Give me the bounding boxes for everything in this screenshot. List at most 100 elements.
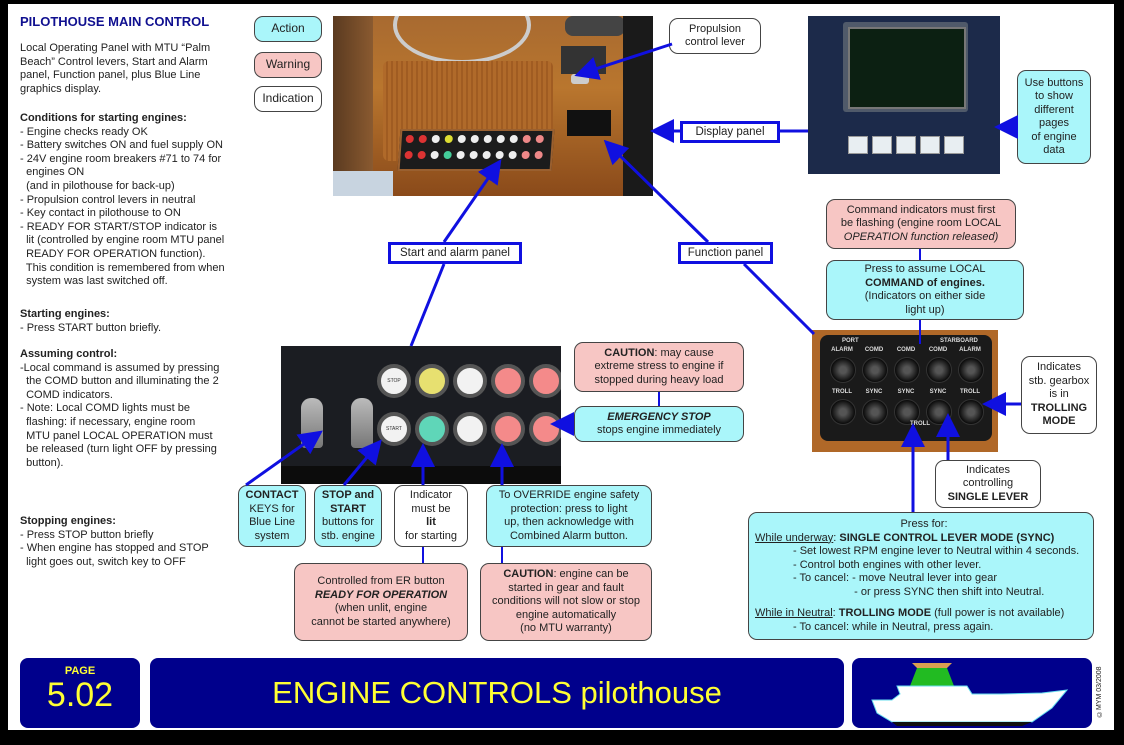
underway-line: While underway: SINGLE CONTROL LEVER MOD… bbox=[755, 531, 1055, 544]
function-switch-label: ALARM bbox=[959, 347, 981, 353]
page-number: 5.02 bbox=[46, 676, 114, 714]
neutral-label: While in Neutral bbox=[755, 607, 833, 619]
function-switch-comd bbox=[862, 357, 888, 383]
page-label: PAGE bbox=[64, 665, 96, 677]
propulsion-lever-label: Propulsion control lever bbox=[669, 18, 761, 54]
callout-line: cannot be started anywhere) bbox=[311, 615, 451, 628]
caution-stress-callout: CAUTION: may cause extreme stress to eng… bbox=[574, 342, 744, 392]
conditions-line: system was last switched off. bbox=[20, 275, 168, 288]
assuming-heading: Assuming control: bbox=[20, 348, 118, 360]
callout-line: COMMAND of engines. bbox=[865, 276, 985, 289]
callout-line: (Indicators on either side bbox=[864, 290, 986, 302]
arrow-start-alarm-up bbox=[442, 159, 502, 243]
callout-line: started in gear and fault bbox=[508, 581, 624, 594]
function-switch-label: SYNC bbox=[865, 389, 883, 395]
page-title: PILOTHOUSE MAIN CONTROL bbox=[20, 14, 210, 29]
callout-line: Use buttons bbox=[1024, 76, 1084, 89]
stopping-line: - When engine has stopped and STOP bbox=[20, 542, 209, 555]
display-page-button bbox=[872, 136, 892, 154]
stop-start-callout: STOP and START buttons for stb. engine bbox=[314, 485, 382, 547]
callout-line: Blue Line bbox=[249, 516, 295, 528]
assuming-line: button). bbox=[20, 456, 64, 469]
panel-button bbox=[415, 412, 449, 446]
assuming-line: the COMD button and illuminating the 2 bbox=[20, 375, 219, 388]
panel-button bbox=[453, 364, 487, 398]
press-local-command-callout: Press to assume LOCAL COMMAND of engines… bbox=[826, 260, 1024, 320]
legend-warning: Warning bbox=[254, 52, 322, 78]
callout-line: system bbox=[254, 529, 290, 542]
assuming-line: MTU panel LOCAL OPERATION must bbox=[20, 429, 213, 442]
function-switch-label: ALARM bbox=[831, 347, 853, 353]
callout-line: different bbox=[1034, 103, 1074, 116]
function-switch-troll bbox=[830, 399, 856, 425]
intro-line: panel, Function panel, plus Blue Line bbox=[20, 69, 201, 82]
panel-button: START bbox=[377, 412, 411, 446]
function-switch-troll bbox=[958, 399, 984, 425]
conditions-line: READY FOR OPERATION function). bbox=[20, 247, 206, 260]
display-page-button bbox=[920, 136, 940, 154]
assuming-line: - Note: Local COMD lights must be bbox=[20, 402, 190, 415]
callout-line: be flashing (engine room LOCAL bbox=[840, 217, 1002, 230]
function-panel-small bbox=[567, 110, 611, 136]
callout-line: engine automatically bbox=[515, 608, 617, 621]
contact-keys-callout: CONTACT KEYS for Blue Line system bbox=[238, 485, 306, 547]
callout-line: Combined Alarm button. bbox=[509, 529, 628, 542]
indicator-lit-callout: Indicator must be lit for starting bbox=[394, 485, 468, 547]
callout-line: lit bbox=[426, 516, 436, 528]
callout-line: extreme stress to engine if bbox=[594, 360, 724, 373]
callout-line: READY FOR OPERATION bbox=[314, 588, 448, 601]
panel-button bbox=[415, 364, 449, 398]
callout-line: of engine bbox=[1031, 130, 1077, 143]
sync-info-callout: Press for: While underway: SINGLE CONTRO… bbox=[748, 512, 1094, 640]
panel-button: STOP bbox=[377, 364, 411, 398]
function-switch-label: SYNC bbox=[929, 389, 947, 395]
callout-line: light up) bbox=[905, 303, 945, 316]
starting-line: - Press START button briefly. bbox=[20, 321, 162, 334]
starboard-label: STARBOARD bbox=[940, 338, 978, 344]
stopping-heading: Stopping engines: bbox=[20, 515, 116, 527]
boat-logo bbox=[852, 658, 1092, 728]
function-switch-label: TROLL bbox=[960, 389, 980, 395]
callout-line: Indicates bbox=[1036, 361, 1082, 374]
stopping-section: Stopping engines: - Press STOP button br… bbox=[20, 515, 209, 569]
starting-section: Starting engines: - Press START button b… bbox=[20, 308, 161, 335]
arrow-stop-start bbox=[342, 439, 382, 486]
assuming-line: COMD indicators. bbox=[20, 388, 113, 401]
callout-line: must be bbox=[411, 502, 451, 515]
panel-button bbox=[529, 364, 561, 398]
callout-line: buttons for bbox=[322, 516, 374, 528]
callout-line: - To cancel: - move Neutral lever into g… bbox=[793, 572, 997, 584]
start-alarm-panel-label: Start and alarm panel bbox=[388, 242, 522, 264]
callout-line: - Set lowest RPM engine lever to Neutral… bbox=[793, 545, 1080, 557]
port-label: PORT bbox=[842, 338, 859, 344]
callout-line: CONTACT bbox=[245, 489, 299, 501]
callout-line: protection: press to light bbox=[510, 502, 628, 515]
conditions-line: - Battery switches ON and fuel supply ON bbox=[20, 139, 223, 152]
callout-line: - or press SYNC then shift into Neutral. bbox=[793, 585, 1045, 598]
starting-heading: Starting engines: bbox=[20, 308, 110, 320]
legend-indication: Indication bbox=[254, 86, 322, 112]
callout-line: pages bbox=[1039, 117, 1069, 129]
function-switch-label: SYNC bbox=[897, 389, 915, 395]
caution-gear-callout: CAUTION: engine can be started in gear a… bbox=[480, 563, 652, 641]
callout-line: - Control both engines with other lever. bbox=[793, 558, 982, 571]
function-switch-label: COMD bbox=[896, 347, 916, 353]
function-switch-label: TROLL bbox=[832, 389, 852, 395]
callout-line: Press for: bbox=[900, 518, 948, 530]
callout-line: stopped during heavy load bbox=[594, 373, 724, 386]
callout-line: To OVERRIDE engine safety bbox=[498, 489, 640, 501]
conditions-section: Conditions for starting engines: - Engin… bbox=[20, 112, 225, 289]
underway-label: While underway bbox=[755, 531, 834, 544]
emergency-stop-callout: EMERGENCY STOP stops engine immediately bbox=[574, 406, 744, 442]
trolling-mode-callout: Indicates stb. gearbox is in TROLLING MO… bbox=[1021, 356, 1097, 434]
callout-line: data bbox=[1043, 144, 1065, 156]
copyright-text: ©MYM 03/2008 bbox=[1096, 666, 1103, 718]
neutral-note: (full power is not available) bbox=[934, 607, 1065, 619]
arrow-function-down bbox=[742, 262, 816, 336]
callout-line: to show bbox=[1035, 90, 1073, 102]
callout-line: MODE bbox=[1042, 415, 1076, 428]
stopping-line: - Press STOP button briefly bbox=[20, 528, 154, 541]
function-switch-sync bbox=[894, 399, 920, 425]
callout-line: STOP and bbox=[321, 489, 375, 501]
function-switch-alarm bbox=[958, 357, 984, 383]
